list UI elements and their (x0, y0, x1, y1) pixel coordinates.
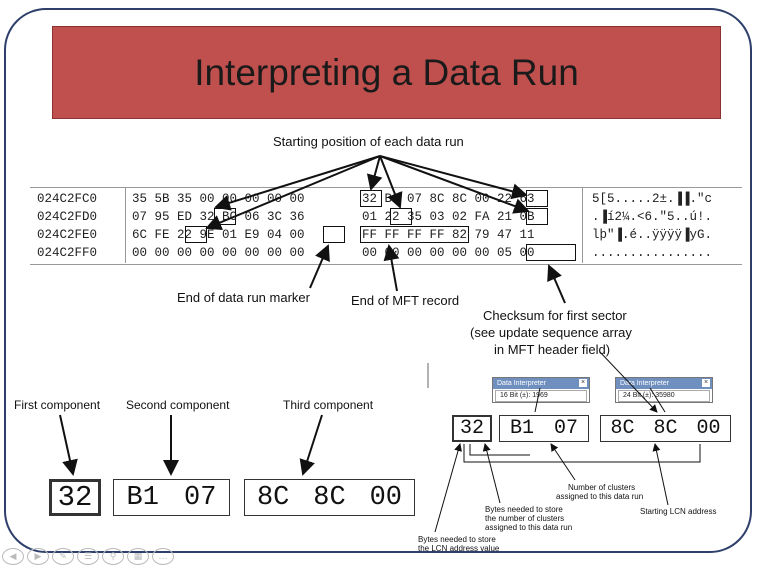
end-mft-label: End of MFT record (351, 293, 460, 308)
first-component-box: 32 (49, 479, 101, 516)
second-component-byte: B1 (509, 417, 534, 440)
bytes-clusters-label-1: Bytes needed to store (485, 505, 563, 514)
close-icon[interactable]: × (579, 379, 587, 387)
end-of-run-marker-box (323, 226, 345, 243)
right-arrows (427, 351, 701, 533)
hex-bytes: 00 00 00 00 00 00 00 00 (132, 246, 305, 260)
third-component-byte: 00 (696, 417, 721, 440)
bracket (469, 444, 530, 456)
end-marker-label: End of data run marker (177, 290, 310, 305)
play-icon[interactable]: ▶ (27, 548, 49, 565)
arrow (652, 443, 669, 506)
third-component-box: 8C 8C 00 (244, 479, 415, 516)
arrow (599, 351, 658, 413)
data-run-start-box (185, 226, 207, 243)
grid-icon[interactable]: ▦ (127, 548, 149, 565)
arrow (299, 414, 323, 476)
data-interpreter-panel: Data Interpreter × 24 Bit (±): 35980 (615, 377, 713, 403)
more-icon[interactable]: … (152, 548, 174, 565)
third-component-byte: 8C (653, 417, 678, 440)
arrow (482, 443, 501, 504)
start-position-arrows (205, 155, 530, 231)
data-interpreter-header: Data Interpreter × (493, 378, 589, 389)
hex-offset: 024C2FC0 (37, 192, 98, 206)
label-arrows (59, 244, 566, 476)
hex-bytes: 01 22 35 03 02 FA 21 0B (362, 210, 535, 224)
clusters-label-1: Number of clusters (568, 483, 636, 492)
checksum-box (526, 244, 576, 261)
third-component-byte: 8C (313, 482, 346, 513)
arrow (205, 155, 381, 231)
arrow (383, 244, 400, 292)
hex-bytes: 07 95 ED 32 BC 06 3C 36 (132, 210, 305, 224)
arrow (214, 155, 381, 211)
arrow (366, 155, 383, 191)
third-component-byte: 8C (610, 417, 635, 440)
first-component-value: 32 (57, 481, 93, 514)
hex-ascii: ................ (592, 246, 713, 260)
second-component-byte: 07 (184, 482, 217, 513)
lcn-bytes-label-1: Bytes needed to store (418, 535, 496, 544)
data-interpreter-value: 16 Bit (±): 1969 (495, 390, 587, 402)
hex-offset: 024C2FF0 (37, 246, 98, 260)
starting-position-label: Starting position of each data run (273, 134, 464, 149)
ascii-divider (582, 187, 583, 263)
third-component-label: Third component (283, 398, 374, 412)
lcn-bytes-label-2: the LCN address value (418, 544, 500, 553)
checksum-label-3: in MFT header field) (494, 342, 611, 357)
bytes-clusters-label-3: assigned to this data run (485, 523, 573, 532)
second-component-box-small: B1 07 (499, 415, 589, 442)
hex-bytes: 6C FE 22 9E 01 E9 04 00 (132, 228, 305, 242)
checksum-label-2: (see update sequence array (470, 325, 632, 340)
arrow (379, 155, 403, 209)
data-interpreter-title: Data Interpreter (497, 380, 547, 387)
hex-offset: 024C2FE0 (37, 228, 98, 242)
data-interpreter-title: Data Interpreter (620, 380, 670, 387)
first-component-box-small: 32 (452, 415, 492, 442)
prev-icon[interactable]: ◀ (2, 548, 24, 565)
connector (534, 387, 541, 413)
close-icon[interactable]: × (702, 379, 710, 387)
zoom-icon[interactable]: ⚲ (102, 548, 124, 565)
hex-dump-panel (30, 187, 742, 265)
arrow (59, 414, 78, 476)
starting-lcn-label: Starting LCN address (640, 507, 717, 516)
data-interpreter-value: 24 Bit (±): 35980 (618, 390, 710, 402)
arrow (379, 155, 530, 214)
clusters-label-2: assigned to this data run (556, 492, 644, 501)
third-component-box-small: 8C 8C 00 (600, 415, 731, 442)
checksum-label-1: Checksum for first sector (483, 308, 627, 323)
pen-icon[interactable]: ✎ (52, 548, 74, 565)
bytes-clusters-label-2: the number of clusters (485, 514, 565, 523)
connector (649, 387, 666, 413)
data-run-start-box (526, 208, 548, 225)
arrow (434, 443, 462, 533)
first-component-value: 32 (459, 417, 484, 440)
bracket (463, 444, 701, 463)
hex-offset: 024C2FD0 (37, 210, 98, 224)
hex-ascii: lþ"▐.é..ÿÿÿÿ▐yG. (592, 228, 713, 242)
hex-ascii: 5[5.....2±.▐▐."c (592, 192, 713, 206)
second-component-box: B1 07 (113, 479, 230, 516)
third-component-byte: 00 (369, 482, 403, 513)
second-component-byte: B1 (126, 482, 159, 513)
hex-bytes: FF FF FF FF 82 79 47 11 (362, 228, 535, 242)
arrow (547, 264, 566, 304)
arrow (309, 244, 330, 289)
end-of-mft-box (360, 226, 469, 243)
second-component-byte: 07 (553, 417, 578, 440)
slide-title: Interpreting a Data Run (194, 51, 579, 93)
slide-nav: ◀ ▶ ✎ ☰ ⚲ ▦ … (2, 548, 174, 565)
second-component-label: Second component (126, 398, 230, 412)
first-component-label: First component (14, 398, 101, 412)
menu-icon[interactable]: ☰ (77, 548, 99, 565)
title-bar: Interpreting a Data Run (52, 26, 721, 119)
third-component-byte: 8C (256, 482, 290, 513)
data-interpreter-panel: Data Interpreter × 16 Bit (±): 1969 (492, 377, 590, 403)
hex-divider (125, 187, 126, 263)
arrow (379, 155, 528, 200)
data-interpreter-header: Data Interpreter × (616, 378, 712, 389)
hex-ascii: .▐í2¼.<6."5..ú!. (592, 210, 713, 224)
